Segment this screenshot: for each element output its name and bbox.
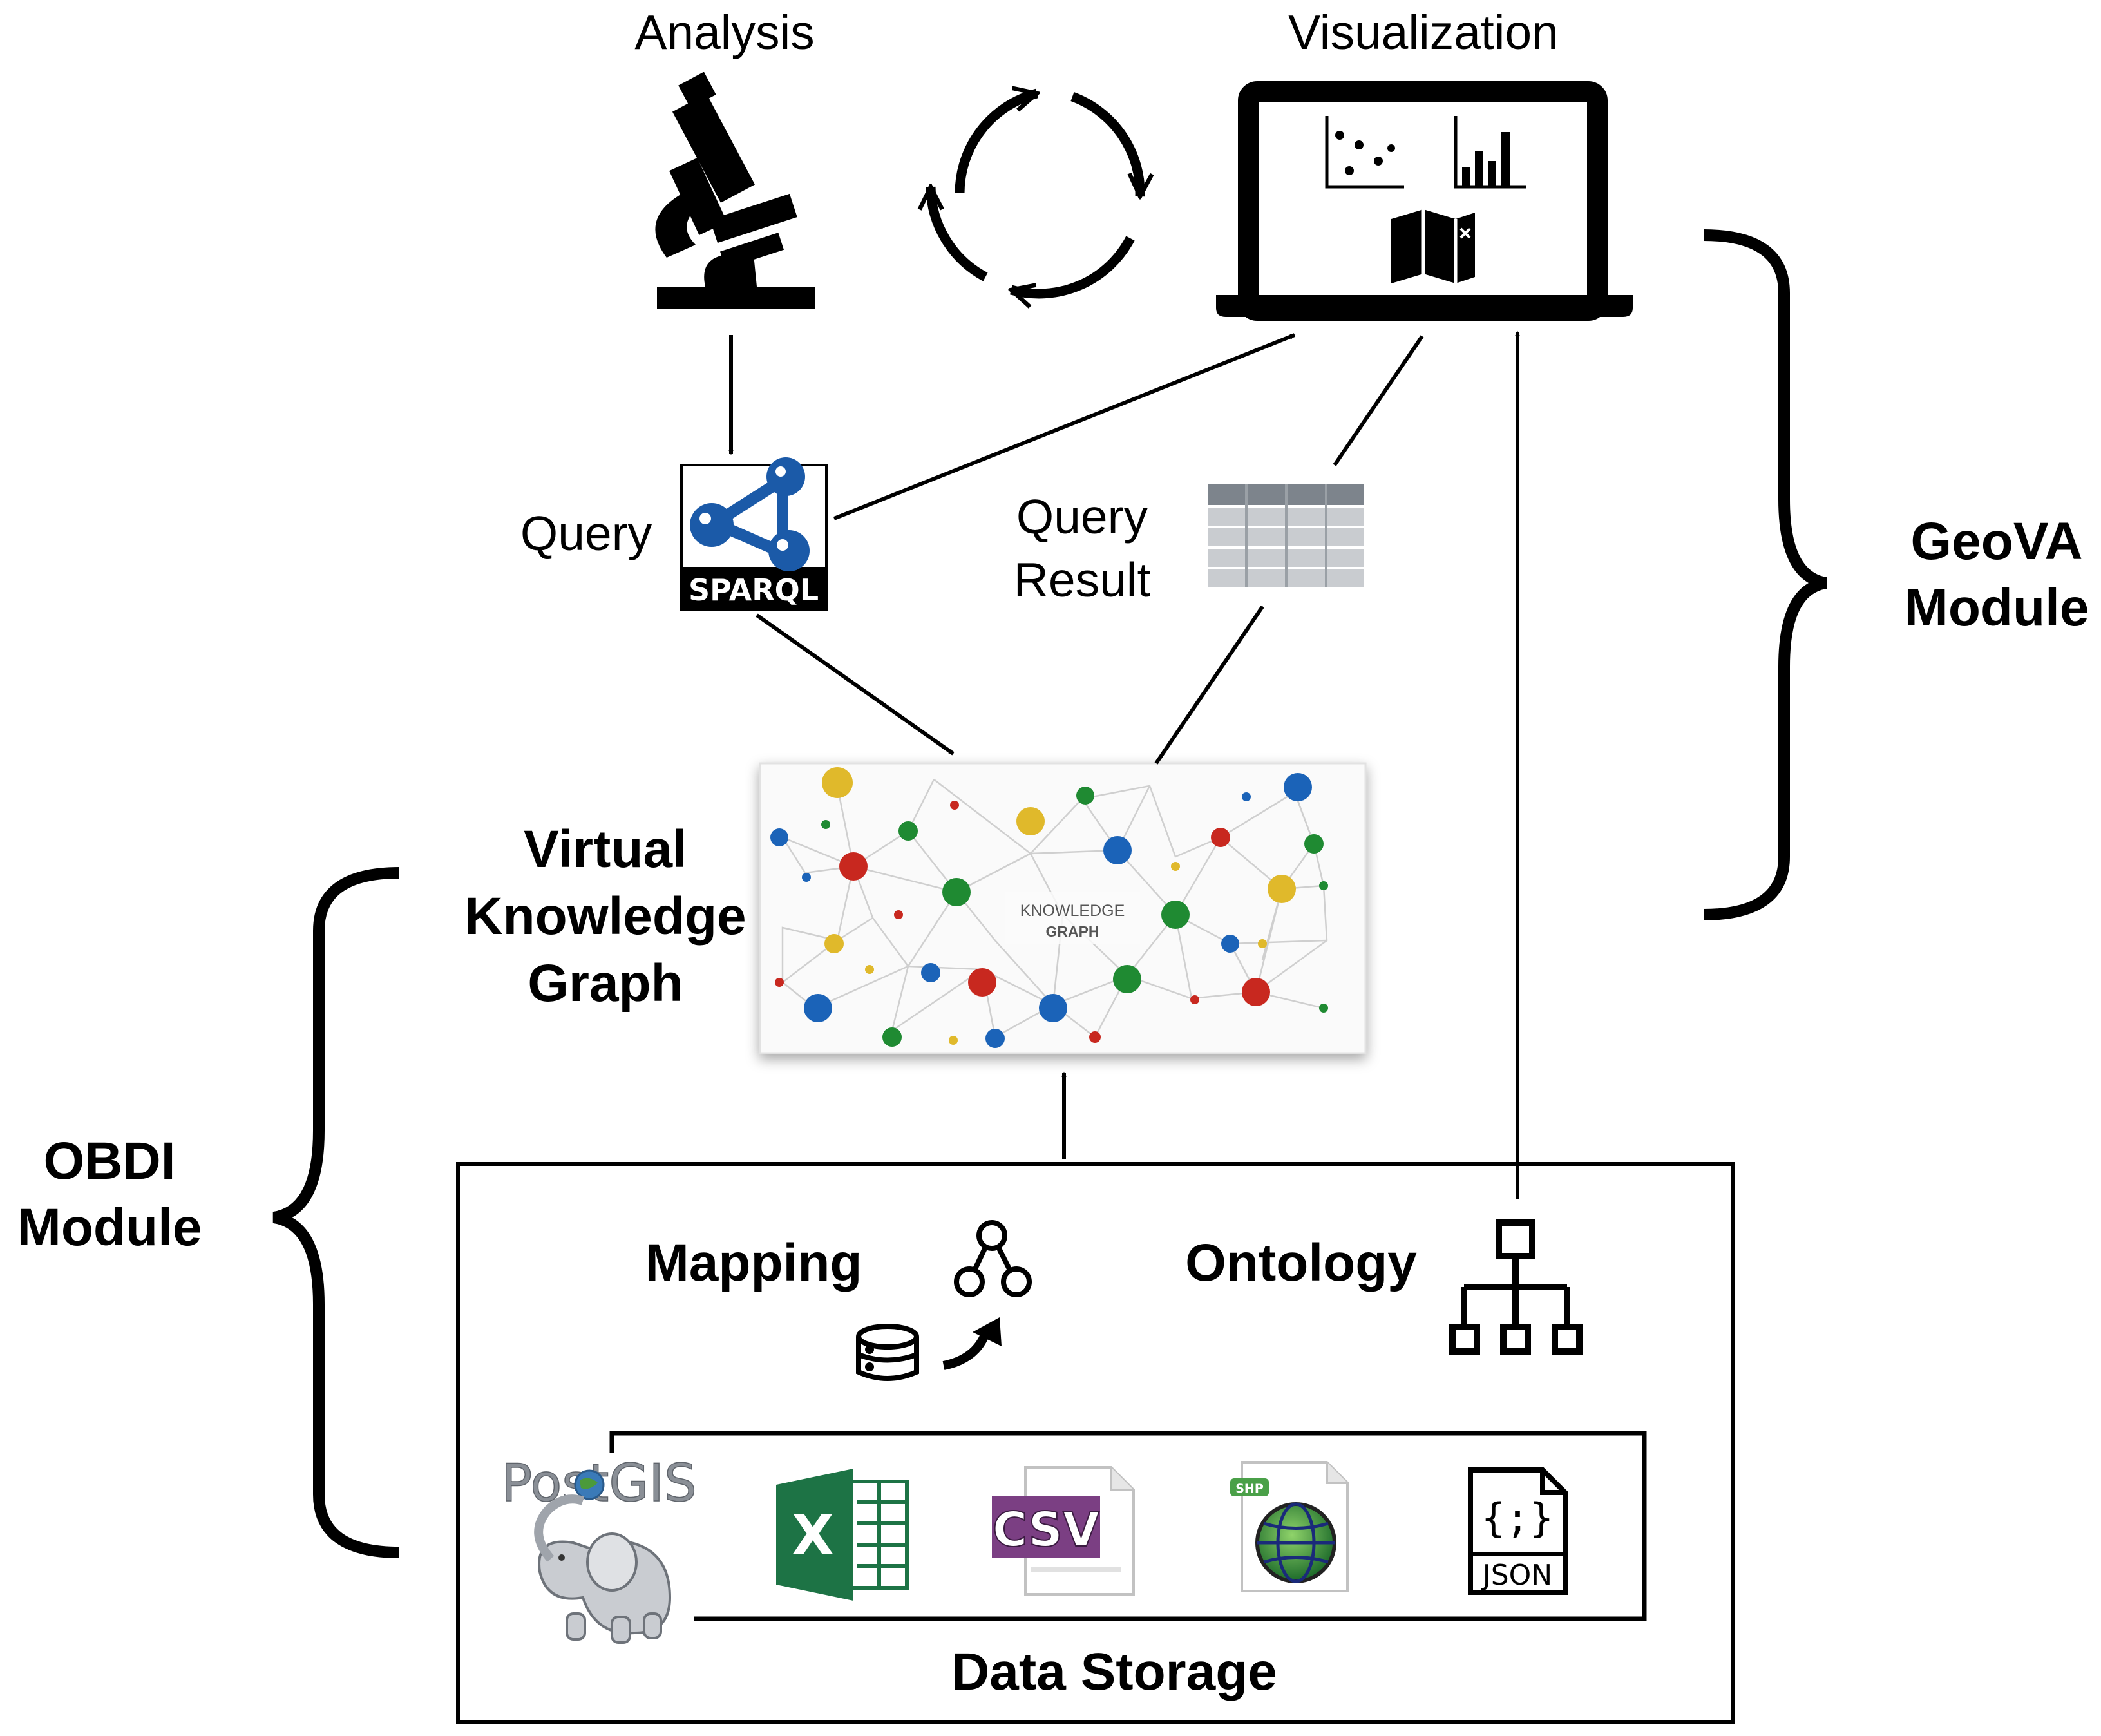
database-icon [856,1324,919,1381]
cycle-arrows-icon [931,93,1140,294]
vkg-label-line2: Knowledge [464,887,746,946]
mapping-label: Mapping [645,1234,862,1292]
json-text: JSON [1481,1559,1552,1592]
shp-text: SHP [1235,1482,1264,1496]
knowledge-graph-image: KNOWLEDGE GRAPH [759,762,1367,1054]
arrow-query-to-visualization [833,333,1296,520]
csv-file-icon: CSV [992,1466,1135,1596]
hierarchy-icon [1449,1219,1583,1355]
analysis-label: Analysis [634,5,815,59]
curved-arrow-icon [942,1317,1002,1370]
bar-chart-icon [1454,116,1526,189]
excel-icon: X [776,1469,909,1601]
data-storage-label: Data Storage [951,1643,1277,1701]
elephant-icon [534,1494,672,1644]
arrow-result-to-visualization [1333,335,1424,466]
geova-brace [1703,229,1827,920]
arrow-kg-to-result [1154,606,1264,765]
obdi-label-line2: Module [17,1198,202,1257]
geova-label-line2: Module [1904,578,2089,637]
query-result-label-line2: Result [1013,553,1151,607]
obdi-container [456,1162,1735,1724]
data-storage-box [609,1431,1647,1621]
kg-text-line1: KNOWLEDGE [1020,902,1125,920]
microscope-icon [655,72,815,309]
obdi-label-line1: OBDI [43,1132,176,1190]
ontology-label: Ontology [1185,1234,1417,1292]
excel-x-text: X [792,1503,834,1567]
obdi-brace [272,867,400,1558]
json-file-icon: {;} JSON [1468,1467,1568,1595]
geova-label-line1: GeoVA [1910,512,2083,571]
json-braces-text: {;} [1481,1494,1554,1541]
flow-arrows [728,330,1520,1199]
mapping-nodes-icon [954,1220,1032,1297]
csv-text: CSV [993,1502,1099,1558]
map-icon [1391,209,1475,283]
sparql-text: SPARQL [689,573,819,607]
vkg-label-line1: Virtual [524,820,687,879]
scatter-plot-icon [1325,116,1404,189]
visualization-label: Visualization [1288,5,1559,59]
vkg-label-line3: Graph [528,954,683,1013]
query-label: Query [520,506,652,560]
arrow-query-to-kg [756,613,955,756]
table-icon [1208,484,1364,587]
shp-file-icon: SHP [1230,1461,1349,1592]
laptop-icon [1216,81,1633,321]
kg-text-line2: GRAPH [1045,923,1099,940]
query-result-label-line1: Query [1016,490,1148,544]
sparql-logo: SPARQL [680,457,828,611]
postgis-logo: PostGIS [500,1453,697,1514]
